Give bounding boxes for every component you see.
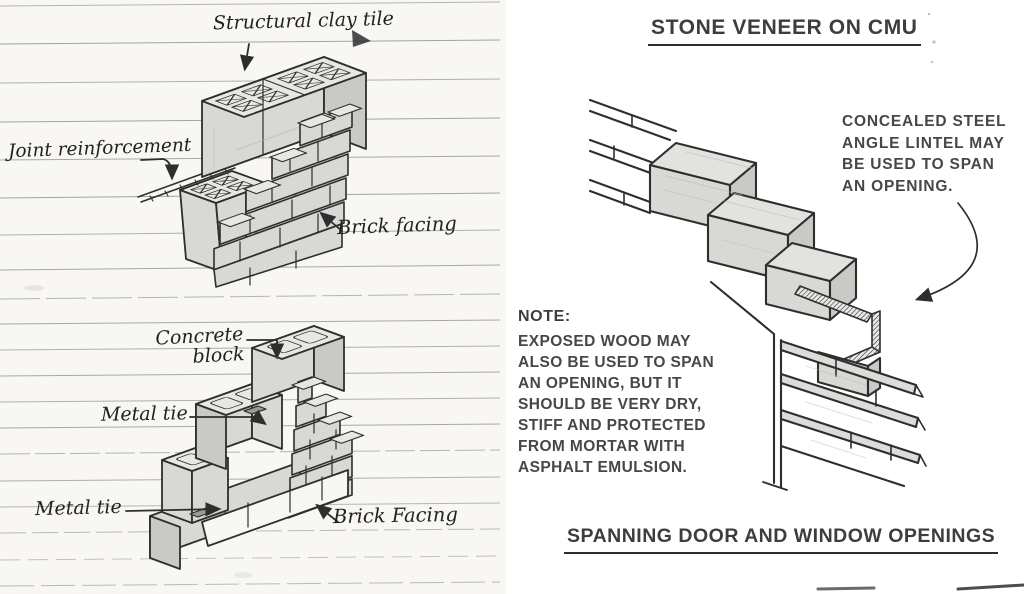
stone-veneer-figure bbox=[588, 12, 1024, 591]
brick-facing-wall bbox=[213, 103, 363, 288]
left-notebook-page: Structural clay tile Joint reinforcement… bbox=[0, 0, 506, 594]
lower-wall-jamb bbox=[709, 280, 927, 491]
label-concrete-block: Concrete block bbox=[154, 323, 245, 368]
footer-heading: SPANNING DOOR AND WINDOW OPENINGS bbox=[564, 525, 999, 554]
veneer-course-rails bbox=[588, 98, 678, 215]
arrow-metal-tie-lower bbox=[125, 502, 222, 517]
scan-edge-marks bbox=[816, 583, 1024, 591]
brick-ledge bbox=[201, 469, 349, 547]
note-body-text: EXPOSED WOOD MAY ALSO BE USED TO SPAN AN… bbox=[518, 333, 715, 476]
stone-veneer-steps bbox=[648, 141, 858, 322]
page-heading: STONE VENEER ON CMU bbox=[648, 16, 921, 46]
arrow-metal-tie-upper bbox=[189, 409, 267, 426]
ink-blot bbox=[352, 30, 371, 47]
label-metal-tie-upper: Metal tie bbox=[100, 402, 188, 426]
arrow-brick-facing bbox=[319, 211, 343, 232]
scan-specks bbox=[927, 12, 936, 64]
label-brick-facing-top: Brick facing bbox=[336, 211, 458, 240]
arrow-joint-reinforcement bbox=[140, 158, 180, 181]
clay-tile-brick-figure bbox=[137, 30, 371, 288]
lintel-callout-text: CONCEALED STEEL ANGLE LINTEL MAY BE USED… bbox=[842, 113, 1007, 195]
concrete-block-brick-figure bbox=[125, 325, 365, 570]
arrow-structural-clay-tile bbox=[239, 30, 371, 72]
right-printed-page: STONE VENEER ON CMU CONCEALED STEEL ANGL… bbox=[506, 0, 1024, 594]
arrow-concrete-block bbox=[246, 339, 285, 360]
note-label: NOTE: bbox=[518, 308, 571, 325]
label-brick-facing-bottom: Brick Facing bbox=[332, 502, 459, 529]
arrow-brick-facing bbox=[315, 503, 339, 523]
arrow-lintel-callout bbox=[914, 202, 979, 302]
label-metal-tie-lower: Metal tie bbox=[34, 495, 122, 521]
